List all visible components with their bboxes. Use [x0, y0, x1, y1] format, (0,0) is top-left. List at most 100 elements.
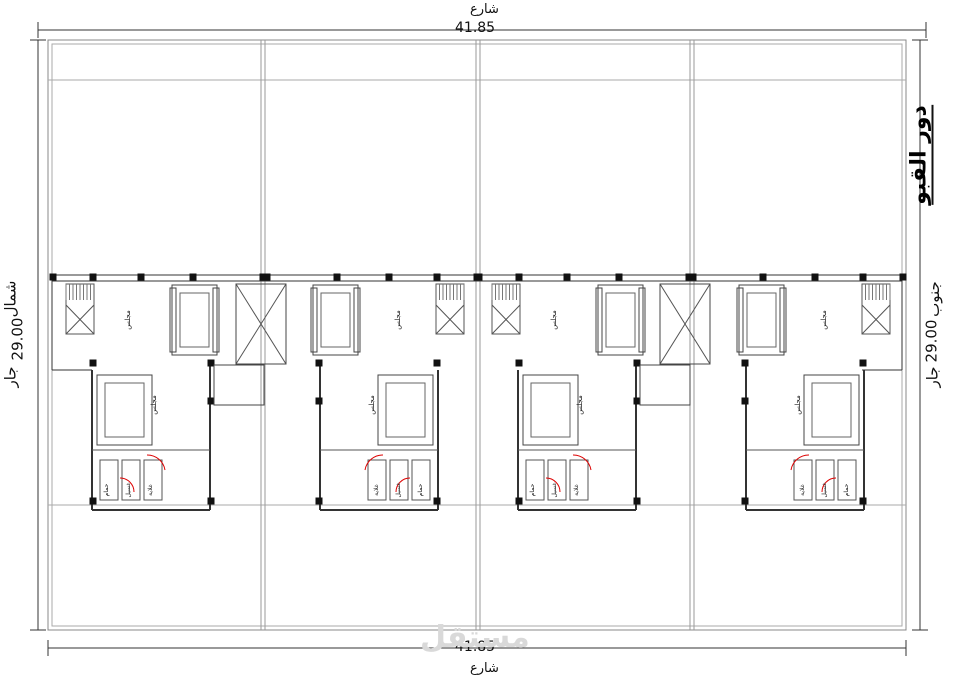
- room-label: مجلس: [576, 395, 584, 415]
- table: [605, 292, 636, 348]
- room-label: مجلس: [150, 395, 158, 415]
- column: [741, 397, 749, 405]
- top-street-label: شارع: [470, 2, 499, 17]
- top-dimension: 41.85: [455, 20, 496, 36]
- room-label: غلاية: [799, 484, 806, 496]
- left-neighbor-label: جار: [1, 366, 20, 388]
- column: [563, 273, 571, 281]
- column: [741, 497, 749, 505]
- column: [759, 273, 767, 281]
- bathroom: [411, 459, 431, 501]
- column: [741, 359, 749, 367]
- sofa: [169, 287, 177, 353]
- sofa-set: [96, 374, 153, 446]
- south-label: جنوب: [924, 281, 943, 317]
- column: [899, 273, 907, 281]
- corridor-cross: [235, 283, 287, 365]
- room-label: غسيل: [395, 483, 402, 498]
- column: [207, 497, 215, 505]
- sofa: [638, 287, 646, 353]
- column: [475, 273, 483, 281]
- watermark-logo: مستقل: [420, 620, 530, 655]
- sofa: [353, 287, 361, 353]
- room-label: مجلس: [368, 395, 376, 415]
- column: [859, 359, 867, 367]
- stair-cross: [491, 304, 521, 335]
- sofa-set: [522, 374, 579, 446]
- sofa: [310, 287, 318, 353]
- column: [263, 273, 271, 281]
- column: [333, 273, 341, 281]
- room-label: مجلس: [124, 310, 132, 330]
- sofa-set: [377, 374, 434, 446]
- bathroom: [121, 459, 141, 501]
- table: [811, 382, 852, 438]
- column: [859, 497, 867, 505]
- sofa: [736, 287, 744, 353]
- drawing-title: دور القبو: [906, 105, 934, 205]
- column: [189, 273, 197, 281]
- column: [49, 273, 57, 281]
- corridor: [235, 283, 287, 365]
- column: [615, 273, 623, 281]
- light-well: [639, 364, 691, 406]
- room-label: غلاية: [147, 484, 154, 496]
- right-neighbor-label: جار: [923, 366, 942, 388]
- sofa: [595, 287, 603, 353]
- column: [633, 397, 641, 405]
- room-label: مجلس: [550, 310, 558, 330]
- column: [633, 497, 641, 505]
- column: [385, 273, 393, 281]
- column: [515, 359, 523, 367]
- room-label: غسيل: [125, 483, 132, 498]
- bathroom: [367, 459, 387, 501]
- column: [433, 359, 441, 367]
- column: [315, 397, 323, 405]
- bathroom: [389, 459, 409, 501]
- door-swing: [821, 477, 837, 493]
- column: [515, 497, 523, 505]
- door-swing: [364, 454, 384, 471]
- room-label: مجلس: [394, 310, 402, 330]
- door-swing: [545, 477, 561, 493]
- column: [207, 359, 215, 367]
- column: [89, 273, 97, 281]
- table: [320, 292, 351, 348]
- corridor: [659, 283, 711, 365]
- bathroom: [837, 459, 857, 501]
- sofa-set: [803, 374, 860, 446]
- room-label: حمام: [843, 483, 850, 496]
- sofa-set: [738, 284, 785, 356]
- table: [746, 292, 777, 348]
- room-label: مجلس: [820, 310, 828, 330]
- room-label: غلاية: [373, 484, 380, 496]
- door-swing: [395, 477, 411, 493]
- corridor-cross: [659, 283, 711, 365]
- column: [89, 359, 97, 367]
- sofa: [212, 287, 220, 353]
- column: [207, 397, 215, 405]
- table: [530, 382, 571, 438]
- column: [811, 273, 819, 281]
- room-label: غلاية: [573, 484, 580, 496]
- north-label: شمال: [1, 280, 20, 318]
- room-label: حمام: [529, 483, 536, 496]
- column: [859, 273, 867, 281]
- door-swing: [572, 454, 592, 471]
- stair-cross: [435, 304, 465, 335]
- bathroom: [547, 459, 567, 501]
- sofa-set: [312, 284, 359, 356]
- bottom-street-label: شارع: [470, 661, 499, 676]
- bathroom: [569, 459, 589, 501]
- stair-cross: [65, 304, 95, 335]
- room-label: حمام: [417, 483, 424, 496]
- bathroom: [793, 459, 813, 501]
- table: [179, 292, 210, 348]
- door-swing: [790, 454, 810, 471]
- bathroom: [815, 459, 835, 501]
- column: [315, 497, 323, 505]
- light-well: [213, 364, 265, 406]
- door-swing: [146, 454, 166, 471]
- column: [89, 497, 97, 505]
